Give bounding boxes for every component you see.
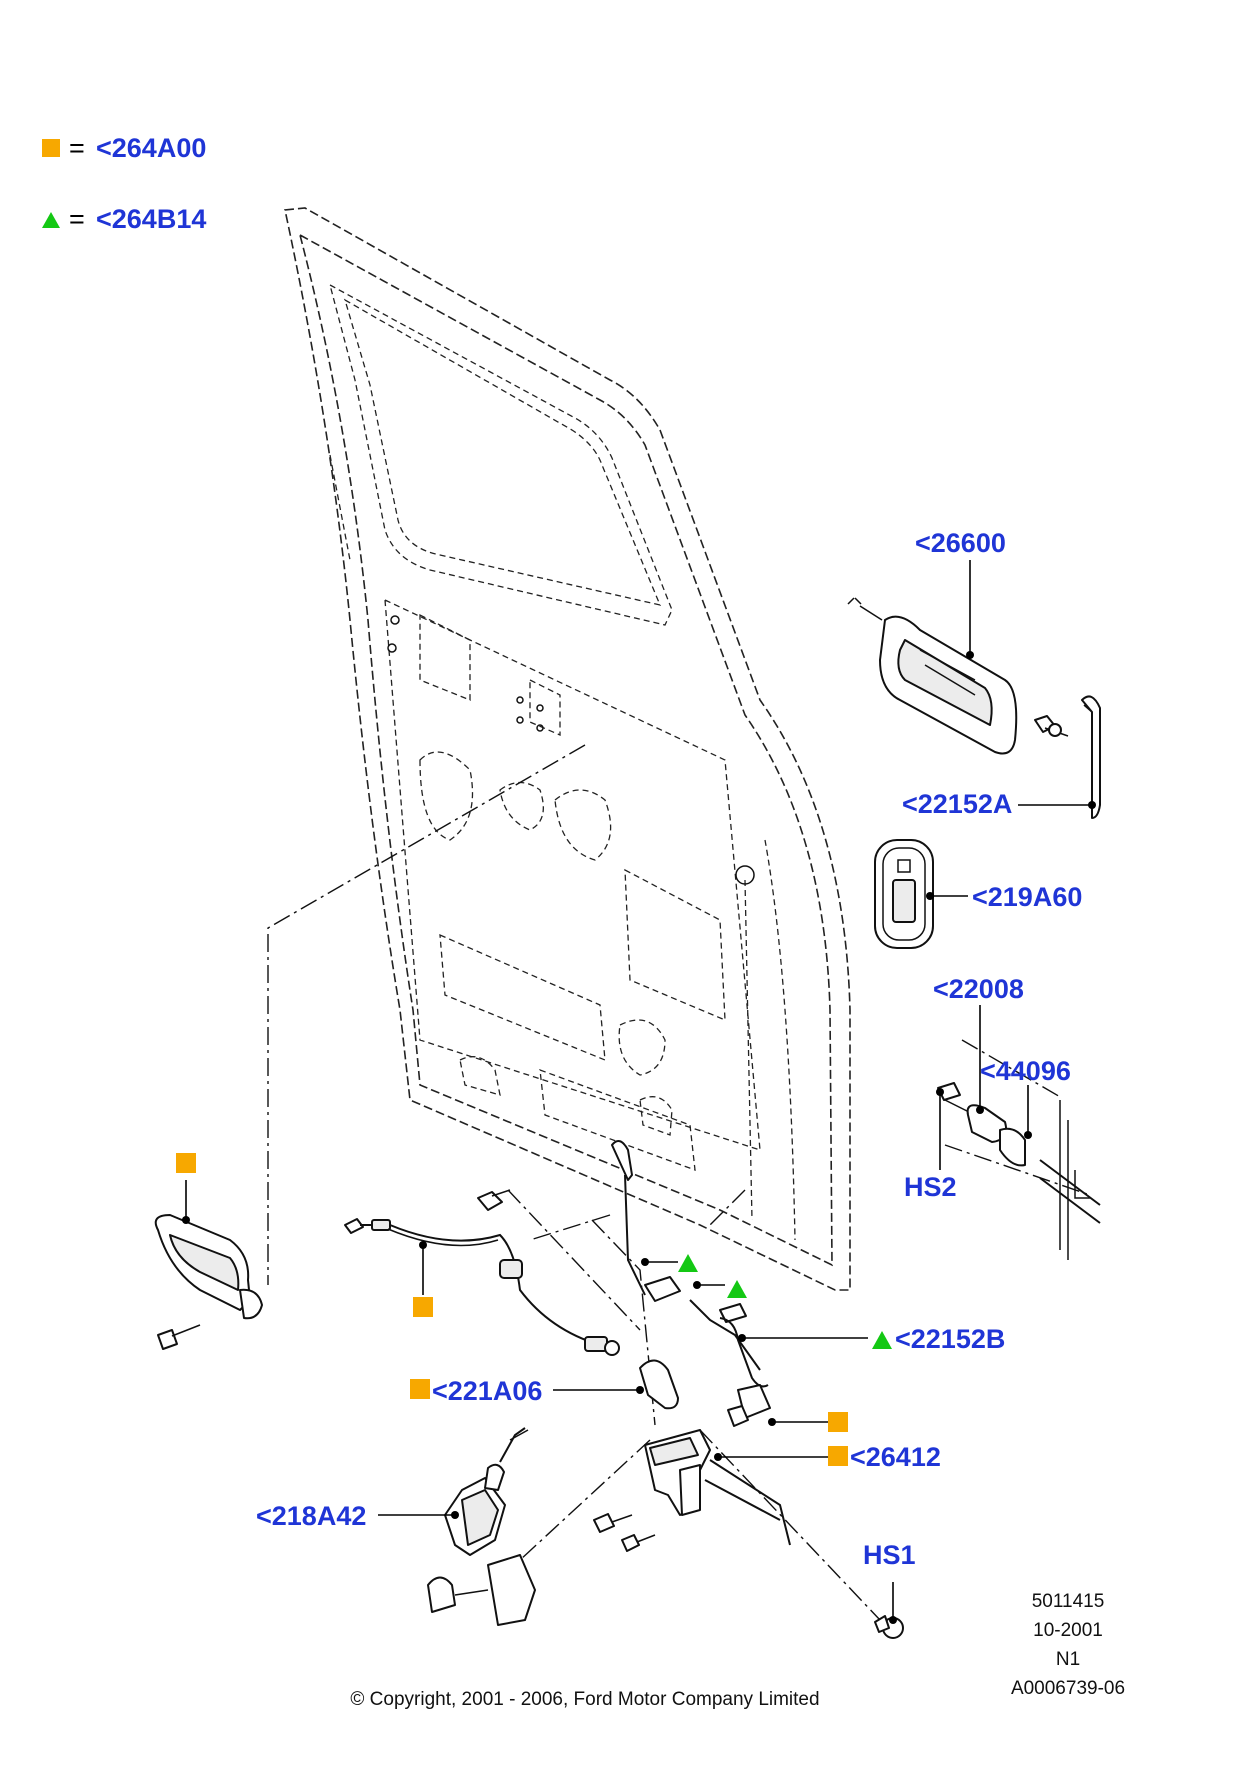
legend-triangle-marker [42,212,60,228]
outer-handle-part[interactable] [154,1214,263,1350]
legend-equals: = [69,204,85,234]
callout-26600[interactable]: <26600 [915,528,1006,558]
assembly-centerlines [267,744,1091,1621]
rod-22152A[interactable] [1081,695,1101,819]
legend-equals: = [69,133,85,163]
callout-22152A[interactable]: <22152A [902,789,1012,819]
callout-44096[interactable]: <44096 [980,1056,1071,1086]
square-marker [413,1297,433,1317]
triangle-marker [727,1280,747,1298]
callout-labels: <26600 <22152A <219A60 <22008 <44096 HS2… [256,528,1082,1570]
lock-bezel-part[interactable] [874,839,934,949]
triangle-marker [678,1254,698,1272]
legend: = <264A00 = <264B14 [42,133,206,234]
leader-lines [182,560,1096,1624]
inner-handle-part[interactable] [847,597,1069,755]
callout-219A60[interactable]: <219A60 [972,882,1082,912]
legend-square-marker [42,139,60,157]
callout-hs1[interactable]: HS1 [863,1540,916,1570]
lock-actuator-part[interactable] [444,1427,529,1556]
callout-22152B[interactable]: <22152B [895,1324,1005,1354]
legend-code-264A00[interactable]: <264A00 [96,133,206,163]
ref-markers [176,1153,892,1466]
callout-218A42[interactable]: <218A42 [256,1501,366,1531]
screw-hs1[interactable] [874,1615,904,1639]
door-latch-part[interactable] [644,1384,791,1546]
callout-hs2[interactable]: HS2 [904,1172,957,1202]
callout-26412[interactable]: <26412 [850,1442,941,1472]
callout-221A06[interactable]: <221A06 [432,1376,542,1406]
square-marker [410,1379,430,1399]
info-line-3: N1 [1056,1649,1080,1670]
square-marker [828,1412,848,1432]
square-marker [176,1153,196,1173]
hinge-cable-guide-part[interactable] [937,1082,1101,1260]
door-outline [284,207,851,1291]
triangle-marker [872,1331,892,1349]
lower-bracket-part[interactable] [427,1513,656,1626]
info-line-1: 5011415 [1032,1591,1105,1612]
info-line-4: A0006739-06 [1011,1678,1125,1699]
callout-22008[interactable]: <22008 [933,974,1024,1004]
info-line-2: 10-2001 [1033,1620,1103,1641]
legend-code-264B14[interactable]: <264B14 [96,204,206,234]
cable-221A06[interactable] [344,1189,620,1356]
copyright-notice: © Copyright, 2001 - 2006, Ford Motor Com… [350,1689,819,1710]
square-marker [828,1446,848,1466]
clip-part[interactable] [639,1359,679,1410]
diagram-info-block: 5011415 10-2001 N1 A0006739-06 [1011,1591,1125,1699]
rod-22152B[interactable] [719,1317,769,1388]
